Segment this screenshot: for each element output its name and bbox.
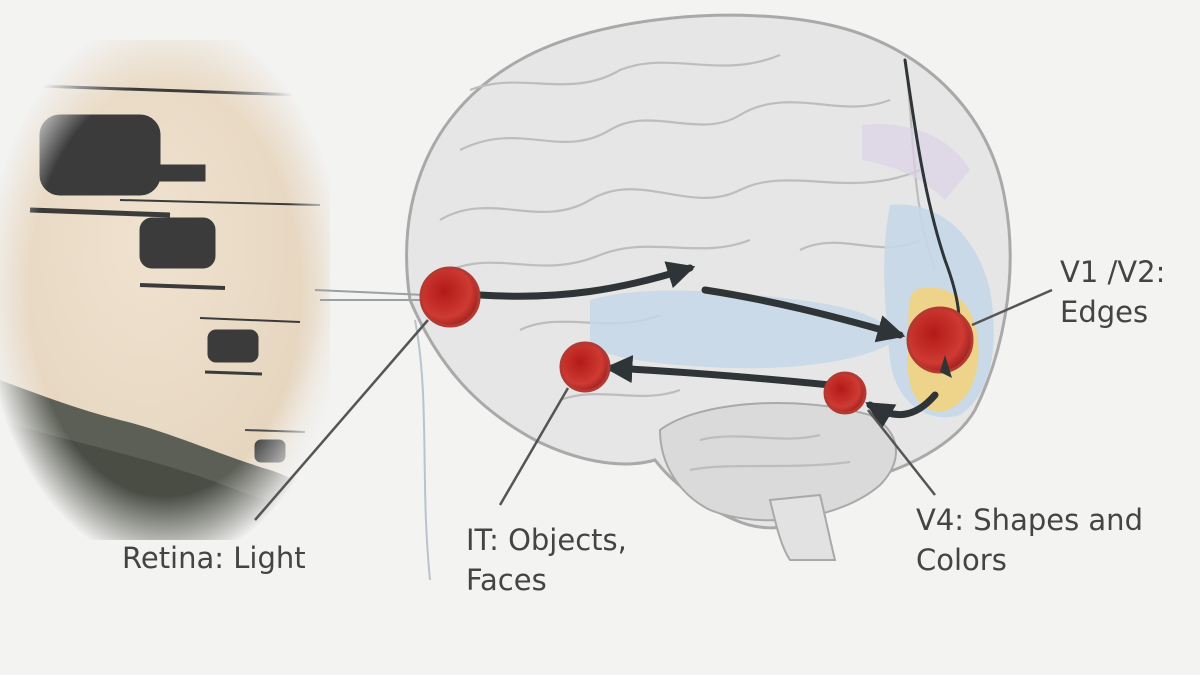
arrow-v1-to-v4 — [865, 391, 939, 429]
helicopter-icon — [244, 429, 306, 463]
arrow-lgn-to-v1 — [701, 286, 906, 343]
retina-label: Retina: Light — [122, 541, 306, 575]
it-label-line1: IT: Objects, — [466, 523, 627, 557]
cerebellum — [658, 402, 897, 522]
arrow-retina-to-v1 — [476, 261, 696, 300]
v4-node — [823, 371, 867, 415]
helicopter-icon — [282, 477, 306, 495]
retina-node — [419, 266, 481, 328]
v4-label: V4: Shapes and Colors — [916, 500, 1143, 580]
it-label-line2: Faces — [466, 563, 547, 597]
gyri-lines — [439, 53, 937, 472]
pathway-arrows — [476, 58, 961, 429]
v1v2-label-line2: Edges — [1060, 295, 1149, 329]
leader-v4 — [867, 409, 936, 496]
helicopter-icon — [119, 199, 321, 290]
v1v2-label-line1: V1 /V2: — [1060, 255, 1166, 289]
v4-label-line2: Colors — [916, 543, 1007, 577]
v4-label-line1: V4: Shapes and — [916, 503, 1143, 537]
helicopters-photo — [0, 40, 330, 540]
helicopter-icon — [9, 83, 301, 218]
it-node — [559, 341, 611, 393]
leader-v1v2 — [971, 288, 1053, 327]
it-label: IT: Objects, Faces — [466, 520, 627, 600]
leader-lines — [254, 288, 1053, 521]
brain-stem — [768, 493, 837, 561]
leader-it — [498, 387, 570, 506]
arrow-v4-to-it — [604, 355, 834, 389]
leader-retina — [254, 319, 429, 521]
v1v2-node — [906, 306, 974, 378]
optic-input-lines — [314, 289, 431, 581]
helicopter-icon — [199, 317, 301, 376]
v1v2-label: V1 /V2: Edges — [1060, 252, 1165, 332]
